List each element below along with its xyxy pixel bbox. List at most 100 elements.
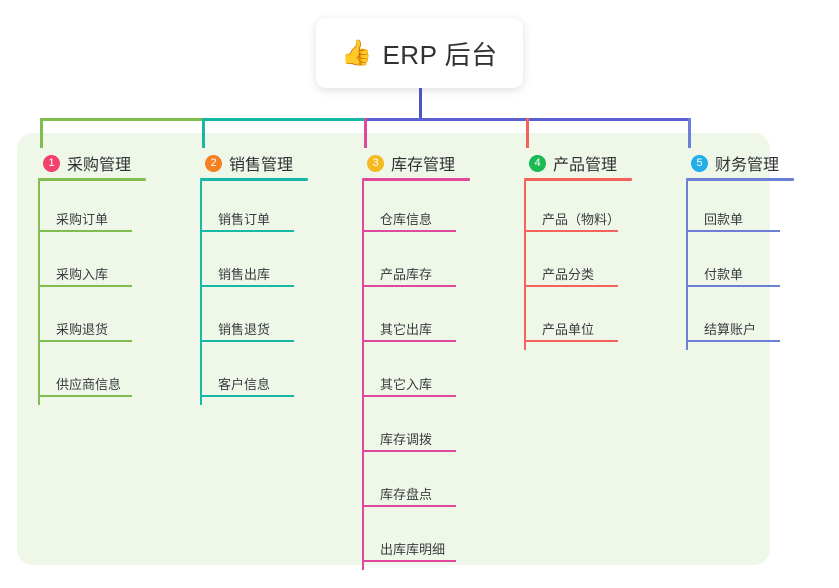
leaf-item-underline (524, 230, 618, 232)
leaf-item-label: 销售出库 (218, 267, 271, 282)
root-node-card[interactable]: 👍 ERP 后台 (316, 18, 523, 88)
column-5: 5 财务管理回款单付款单结算账户 (686, 145, 836, 350)
column-underline (686, 178, 794, 181)
leaf-item[interactable]: 采购退货 (38, 291, 188, 346)
leaf-item-underline (362, 450, 456, 452)
leaf-item-label: 回款单 (704, 212, 744, 227)
leaf-item-label: 其它入库 (380, 377, 433, 392)
root-node-title: ERP 后台 (382, 39, 498, 70)
leaf-item-underline (362, 395, 456, 397)
leaf-item[interactable]: 付款单 (686, 236, 836, 291)
leaf-item[interactable]: 回款单 (686, 181, 836, 236)
column-title: 库存管理 (391, 157, 456, 174)
leaf-item-underline (200, 340, 294, 342)
leaf-item-underline (362, 340, 456, 342)
leaf-item-label: 客户信息 (218, 377, 271, 392)
leaf-item-underline (686, 285, 780, 287)
column-spine (524, 181, 526, 350)
column-underline (200, 178, 308, 181)
leaf-item-label: 付款单 (704, 267, 744, 282)
leaf-item-underline (362, 285, 456, 287)
column-spine (38, 181, 40, 405)
leaf-item-label: 销售退货 (218, 322, 271, 337)
leaf-item-label: 仓库信息 (380, 212, 433, 227)
column-4: 4 产品管理产品（物料） 产品分类产品单位 (524, 145, 674, 350)
leaf-item-label: 其它出库 (380, 322, 433, 337)
leaf-item[interactable]: 库存盘点 (362, 456, 512, 511)
column-badge-1: 1 (43, 154, 60, 172)
leaf-item-underline (38, 395, 132, 397)
leaf-item[interactable]: 供应商信息 (38, 346, 188, 401)
drop-line-1 (40, 118, 43, 148)
column-header-4[interactable]: 4 产品管理 (524, 145, 674, 181)
leaf-item-underline (686, 230, 780, 232)
column-header-3[interactable]: 3 库存管理 (362, 145, 512, 181)
drop-line-5 (688, 118, 691, 148)
leaf-item[interactable]: 采购订单 (38, 181, 188, 236)
leaf-item-underline (200, 395, 294, 397)
leaf-item-underline (200, 230, 294, 232)
leaf-item-underline (38, 340, 132, 342)
leaf-item[interactable]: 产品分类 (524, 236, 674, 291)
drop-line-3 (364, 118, 367, 148)
column-badge-4: 4 (529, 154, 546, 172)
column-spine (362, 181, 364, 570)
drop-line-2 (202, 118, 205, 148)
diagram-panel (17, 133, 770, 565)
column-underline (38, 178, 146, 181)
thumbs-up-icon: 👍 (341, 38, 373, 67)
leaf-item-label: 供应商信息 (56, 377, 122, 392)
leaf-item[interactable]: 其它入库 (362, 346, 512, 401)
leaf-item[interactable]: 库存调拨 (362, 401, 512, 456)
bus-segment-2 (202, 118, 367, 121)
column-1: 1 采购管理采购订单采购入库采购退货供应商信息 (38, 145, 188, 405)
leaf-item-label: 产品（物料） (542, 212, 621, 227)
column-title: 销售管理 (229, 157, 294, 174)
leaf-item[interactable]: 销售订单 (200, 181, 350, 236)
leaf-item-underline (362, 230, 456, 232)
column-header-1[interactable]: 1 采购管理 (38, 145, 188, 181)
leaf-item-label: 销售订单 (218, 212, 271, 227)
column-spine (686, 181, 688, 350)
column-spine (200, 181, 202, 405)
leaf-item-label: 结算账户 (704, 322, 757, 337)
leaf-item[interactable]: 产品（物料） (524, 181, 674, 236)
leaf-item-label: 产品分类 (542, 267, 595, 282)
leaf-item-underline (362, 505, 456, 507)
leaf-item-underline (38, 230, 132, 232)
column-badge-2: 2 (205, 154, 222, 172)
leaf-item[interactable]: 出库库明细 (362, 511, 512, 566)
leaf-item-label: 库存盘点 (380, 487, 433, 502)
leaf-item[interactable]: 产品单位 (524, 291, 674, 346)
leaf-item-label: 采购入库 (56, 267, 109, 282)
column-badge-5: 5 (691, 154, 708, 172)
leaf-item[interactable]: 采购入库 (38, 236, 188, 291)
leaf-item[interactable]: 销售出库 (200, 236, 350, 291)
leaf-item[interactable]: 其它出库 (362, 291, 512, 346)
bus-segment-1 (40, 118, 205, 121)
column-title: 产品管理 (553, 157, 618, 174)
column-underline (362, 178, 470, 181)
leaf-item-label: 采购退货 (56, 322, 109, 337)
leaf-item[interactable]: 产品库存 (362, 236, 512, 291)
column-2: 2 销售管理销售订单销售出库销售退货客户信息 (200, 145, 350, 405)
leaf-item-underline (524, 285, 618, 287)
leaf-item-label: 产品库存 (380, 267, 433, 282)
leaf-item[interactable]: 销售退货 (200, 291, 350, 346)
leaf-item[interactable]: 结算账户 (686, 291, 836, 346)
leaf-item-label: 采购订单 (56, 212, 109, 227)
leaf-item[interactable]: 客户信息 (200, 346, 350, 401)
column-3: 3 库存管理仓库信息产品库存其它出库其它入库库存调拨库存盘点出库库明细 (362, 145, 512, 570)
column-header-5[interactable]: 5 财务管理 (686, 145, 836, 181)
column-badge-3: 3 (367, 154, 384, 172)
leaf-item-underline (686, 340, 780, 342)
leaf-item[interactable]: 仓库信息 (362, 181, 512, 236)
leaf-item-label: 产品单位 (542, 322, 595, 337)
column-title: 采购管理 (67, 157, 132, 174)
column-header-2[interactable]: 2 销售管理 (200, 145, 350, 181)
leaf-item-underline (362, 560, 456, 562)
column-underline (524, 178, 632, 181)
column-title: 财务管理 (715, 157, 780, 174)
leaf-item-label: 库存调拨 (380, 432, 433, 447)
